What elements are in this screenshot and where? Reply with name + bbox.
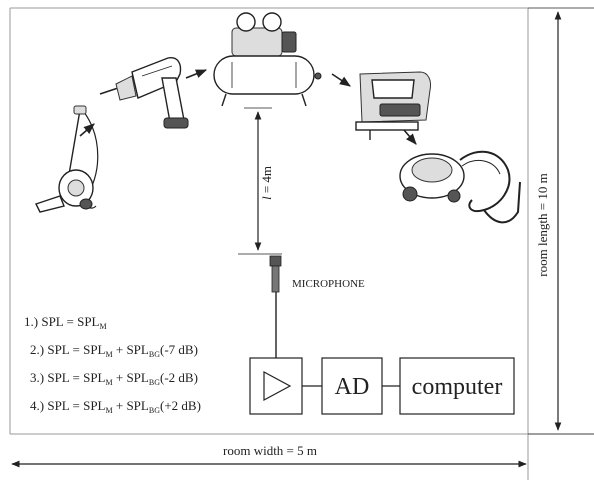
room-width-dimension: room width = 5 m (12, 443, 526, 464)
formula-text: (-7 dB) (160, 342, 198, 357)
formula-subscript: M (106, 350, 113, 359)
upright-vacuum-cleaner-icon (36, 106, 98, 212)
formula-text: SPL = SPL (44, 342, 105, 357)
distance-dimension: l = 4m (238, 108, 282, 254)
formula-1: 1.) SPL = SPLM (24, 314, 107, 331)
microphone-icon (270, 256, 281, 358)
distance-value: = 4m (259, 166, 274, 196)
ad-converter-label: AD (335, 374, 370, 400)
power-drill-icon (100, 58, 188, 128)
formula-subscript: BG (149, 350, 160, 359)
jigsaw-icon (356, 72, 431, 140)
formula-text: + SPL (113, 370, 149, 385)
formula-text: + SPL (113, 398, 149, 413)
room-width-label: room width = 5 m (223, 443, 317, 458)
formula-text: (-2 dB) (160, 370, 198, 385)
formula-number: 4.) (30, 398, 44, 413)
formula-4: 4.) SPL = SPLM + SPLBG(+2 dB) (30, 398, 201, 415)
formula-text: (+2 dB) (160, 398, 201, 413)
computer-label: computer (412, 374, 503, 400)
formula-text: + SPL (113, 342, 149, 357)
formula-text: SPL = SPL (44, 370, 105, 385)
formula-text: SPL = SPL (44, 398, 105, 413)
microphone-label: MICROPHONE (292, 278, 365, 290)
distance-label: l = 4m (259, 166, 274, 200)
formula-2: 2.) SPL = SPLM + SPLBG(-7 dB) (30, 342, 198, 359)
formula-3: 3.) SPL = SPLM + SPLBG(-2 dB) (30, 370, 198, 387)
formula-subscript: BG (149, 378, 160, 387)
formula-number: 1.) (24, 314, 38, 329)
formula-number: 3.) (30, 370, 44, 385)
room-length-dimension: room length = 10 m (528, 8, 594, 434)
room-length-label: room length = 10 m (535, 173, 550, 276)
air-compressor-icon (214, 13, 321, 106)
formula-subscript: BG (149, 406, 160, 415)
formula-text: SPL = SPL (38, 314, 99, 329)
formula-subscript: M (100, 322, 107, 331)
formula-subscript: M (106, 406, 113, 415)
amplifier-symbol-icon (264, 372, 290, 400)
formula-number: 2.) (30, 342, 44, 357)
canister-vacuum-cleaner-icon (400, 152, 520, 223)
formula-subscript: M (106, 378, 113, 387)
amplifier-block (250, 358, 302, 414)
